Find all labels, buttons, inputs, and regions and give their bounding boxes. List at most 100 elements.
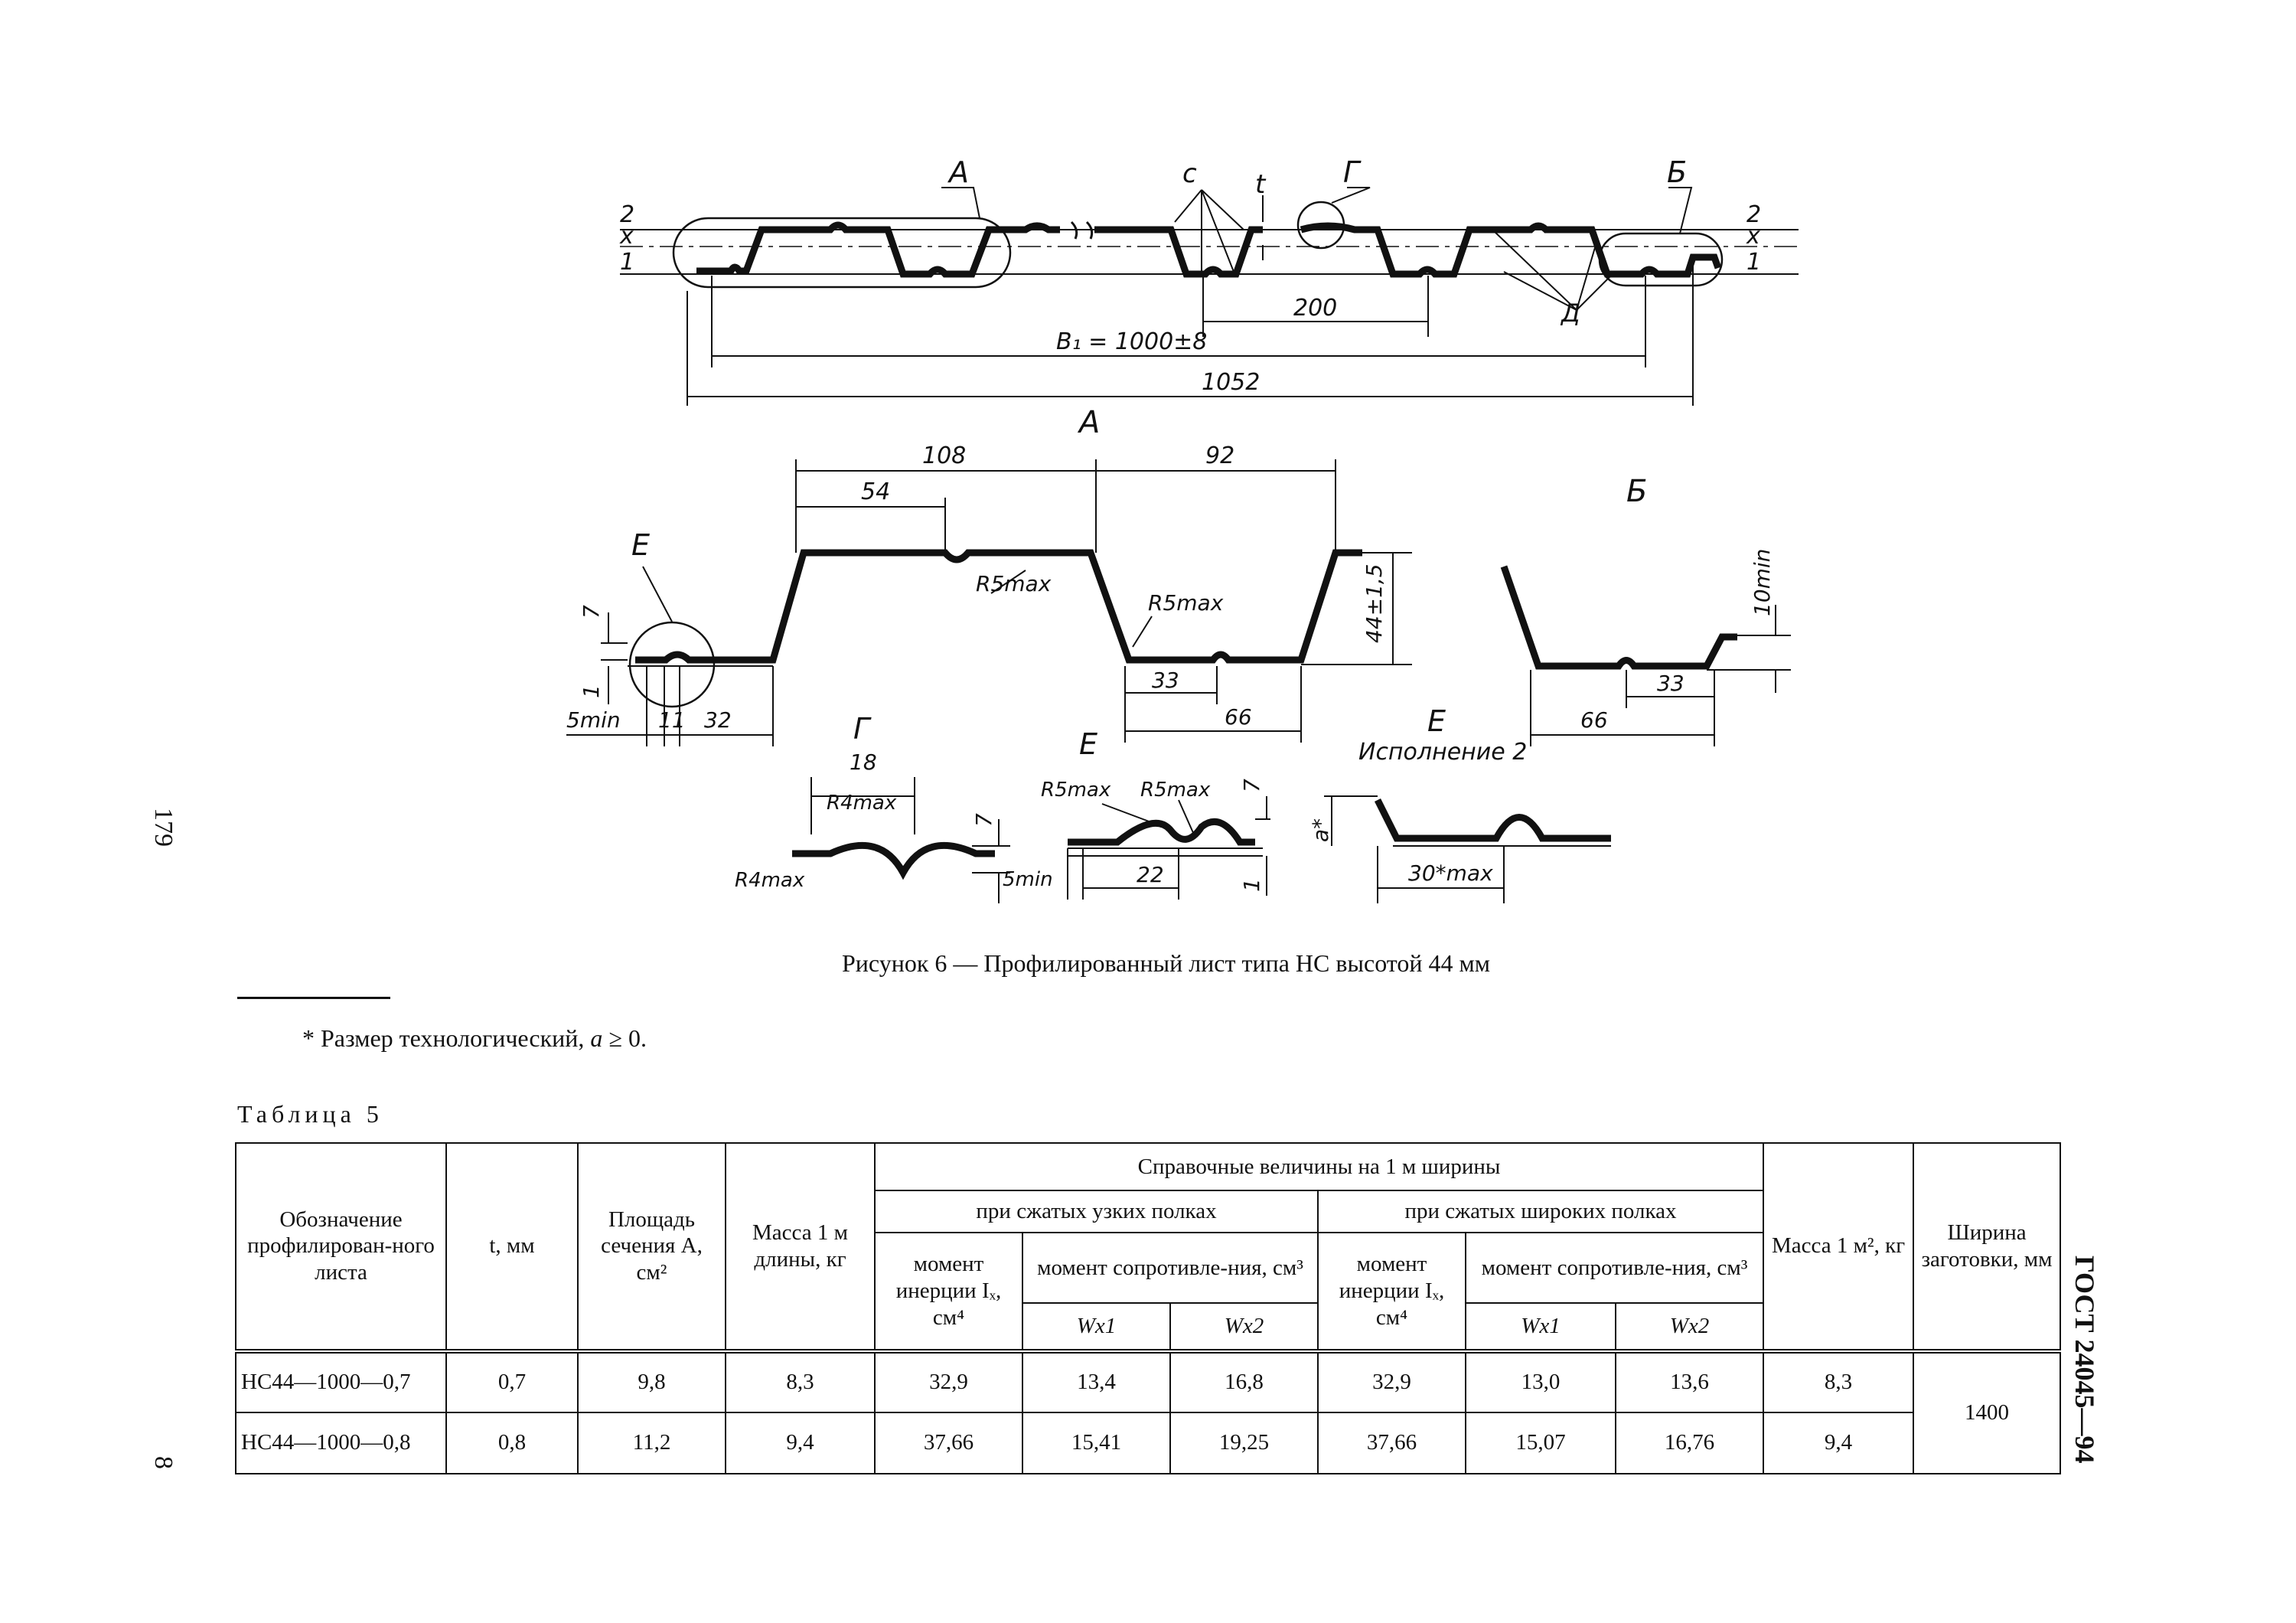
- r4max-label-1: R4max: [827, 792, 897, 815]
- spec-table: Обозначение профилирован-ного листа t, м…: [235, 1141, 2062, 1475]
- detail-e2-subtitle: Исполнение 2: [1358, 739, 1527, 766]
- header-ref: Справочные величины на 1 м ширины: [873, 1141, 1765, 1192]
- dim-b1: B₁ = 1000±8: [1056, 328, 1207, 355]
- header-width: Ширина заготовки, мм: [1913, 1142, 2062, 1352]
- cell-wx2-narrow: 16,8: [1169, 1348, 1319, 1413]
- dim-a-star: a*: [1308, 818, 1333, 842]
- cell-ix-narrow: 37,66: [874, 1411, 1023, 1475]
- table-row: НС44—1000—0,8 0,8 11,2 9,4 37,66 15,41 1…: [235, 1411, 2060, 1475]
- cell-mass-m: 8,3: [725, 1348, 876, 1413]
- footnote-rule: [237, 997, 390, 999]
- dim-11: 11: [658, 707, 686, 733]
- dim-18: 18: [850, 749, 877, 775]
- callout-g-label: Г: [1343, 155, 1362, 189]
- axis-label-2-left: 2: [620, 201, 634, 228]
- header-mass-m2: Масса 1 м², кг: [1763, 1142, 1915, 1352]
- dim-92: 92: [1205, 442, 1234, 469]
- cell-area: 9,8: [577, 1348, 726, 1413]
- cell-ix-wide: 37,66: [1317, 1411, 1466, 1475]
- header-inertia-wide: момент инерции Iₓ, см⁴: [1317, 1232, 1466, 1352]
- footnote-cond: ≥ 0.: [602, 1024, 647, 1052]
- header-area: Площадь сечения A, см²: [577, 1142, 726, 1352]
- dim-10min: 10min: [1750, 549, 1775, 616]
- cell-area: 11,2: [577, 1411, 726, 1475]
- cell-wx2-narrow: 19,25: [1169, 1411, 1319, 1475]
- header-t: t, мм: [445, 1142, 579, 1352]
- cell-mass-m2: 9,4: [1763, 1411, 1915, 1475]
- detail-a-title: А: [1077, 405, 1100, 440]
- table-title: Таблица 5: [237, 1100, 383, 1128]
- detail-b-title: Б: [1626, 474, 1647, 509]
- table-row: НС44—1000—0,7 0,7 9,8 8,3 32,9 13,4 16,8…: [235, 1348, 2062, 1475]
- dim-1-e: 1: [1239, 878, 1264, 892]
- page-number-179: 179: [149, 808, 178, 847]
- cell-name: НС44—1000—0,8: [235, 1411, 447, 1475]
- header-wx2-wide: Wx2: [1614, 1302, 1765, 1352]
- cell-wx1-wide: 15,07: [1465, 1411, 1616, 1475]
- header-wide: при сжатых широких полках: [1316, 1190, 1765, 1234]
- cell-name: НС44—1000—0,7: [235, 1348, 447, 1413]
- detail-e-title: Е: [1079, 727, 1097, 761]
- footnote: * Размер технологический, a ≥ 0.: [302, 1024, 647, 1053]
- cell-t: 0,8: [445, 1411, 579, 1475]
- dim-44: 44±1,5: [1362, 563, 1387, 643]
- detail-g-title: Г: [853, 712, 872, 746]
- cell-width: 1400: [1913, 1348, 2062, 1475]
- cell-ix-wide: 32,9: [1317, 1348, 1466, 1413]
- technical-drawing: 2 x 1 2 x 1 А с t Г Б Д 200 B₁ = 1000±8 …: [566, 155, 1799, 903]
- dim-33-a: 33: [1152, 668, 1179, 693]
- dim-200: 200: [1293, 295, 1337, 322]
- header-wx1-wide: Wx1: [1465, 1302, 1616, 1352]
- header-designation: Обозначение профилирован-ного листа: [235, 1142, 447, 1352]
- callout-t-label: t: [1255, 169, 1267, 200]
- header-inertia-narrow: момент инерции Iₓ, см⁴: [874, 1232, 1023, 1352]
- r5max-label-2: R5max: [1148, 590, 1224, 616]
- header-mass-m: Масса 1 м длины, кг: [725, 1142, 876, 1352]
- detail-e2-title: Е: [1427, 704, 1446, 738]
- dim-7-e: 7: [1239, 779, 1264, 792]
- axis-label-1-left: 1: [620, 249, 634, 276]
- header-narrow: при сжатых узких полках: [874, 1190, 1319, 1234]
- callout-a-label: А: [947, 155, 969, 189]
- header-resist-wide: момент сопротивле-ния, см³: [1464, 1232, 1765, 1305]
- gost-designation: ГОСТ 24045—94: [2069, 1256, 2100, 1464]
- dim-7-a: 7: [579, 605, 604, 619]
- dim-66-a: 66: [1225, 704, 1252, 730]
- axis-label-1-right: 1: [1746, 249, 1761, 276]
- dim-5min: 5min: [566, 707, 621, 733]
- dim-1052: 1052: [1202, 369, 1260, 396]
- dim-54: 54: [861, 478, 890, 505]
- header-wx2-narrow: Wx2: [1169, 1302, 1319, 1352]
- axis-label-2-right: 2: [1746, 201, 1761, 228]
- cell-mass-m2: 8,3: [1763, 1348, 1915, 1413]
- dim-5min-e: 5min: [1003, 868, 1053, 891]
- cell-ix-narrow: 32,9: [874, 1348, 1023, 1413]
- figure-caption: Рисунок 6 — Профилированный лист типа НС…: [842, 949, 1490, 977]
- dim-66-b: 66: [1580, 707, 1608, 733]
- header-wx1-narrow: Wx1: [1022, 1302, 1171, 1352]
- header-resist-narrow: момент сопротивле-ния, см³: [1022, 1232, 1319, 1305]
- detail-e-callout: Е: [631, 528, 650, 562]
- dim-33-b: 33: [1657, 671, 1684, 696]
- page-number-8: 8: [149, 1456, 178, 1469]
- callout-d-label: Д: [1560, 299, 1580, 328]
- r5max-label-e1: R5max: [1041, 779, 1111, 802]
- dim-30max: 30*max: [1408, 860, 1493, 886]
- dim-1-a: 1: [579, 684, 604, 698]
- cell-t: 0,7: [445, 1348, 579, 1413]
- callout-b-label: Б: [1667, 155, 1687, 189]
- cell-wx2-wide: 13,6: [1614, 1348, 1765, 1413]
- dim-22: 22: [1137, 862, 1164, 887]
- callout-c-label: с: [1182, 158, 1197, 189]
- axis-label-x-right: x: [1746, 223, 1760, 250]
- dim-7-g: 7: [971, 813, 996, 827]
- cell-wx1-narrow: 15,41: [1022, 1411, 1171, 1475]
- r5max-label-1: R5max: [976, 571, 1052, 596]
- footnote-var: a: [590, 1024, 603, 1052]
- dim-108: 108: [922, 442, 966, 469]
- cell-wx1-narrow: 13,4: [1022, 1348, 1171, 1413]
- cell-mass-m: 9,4: [725, 1411, 876, 1475]
- axis-label-x-left: x: [619, 223, 634, 250]
- cell-wx2-wide: 16,76: [1614, 1411, 1765, 1475]
- footnote-text: * Размер технологический,: [302, 1024, 591, 1052]
